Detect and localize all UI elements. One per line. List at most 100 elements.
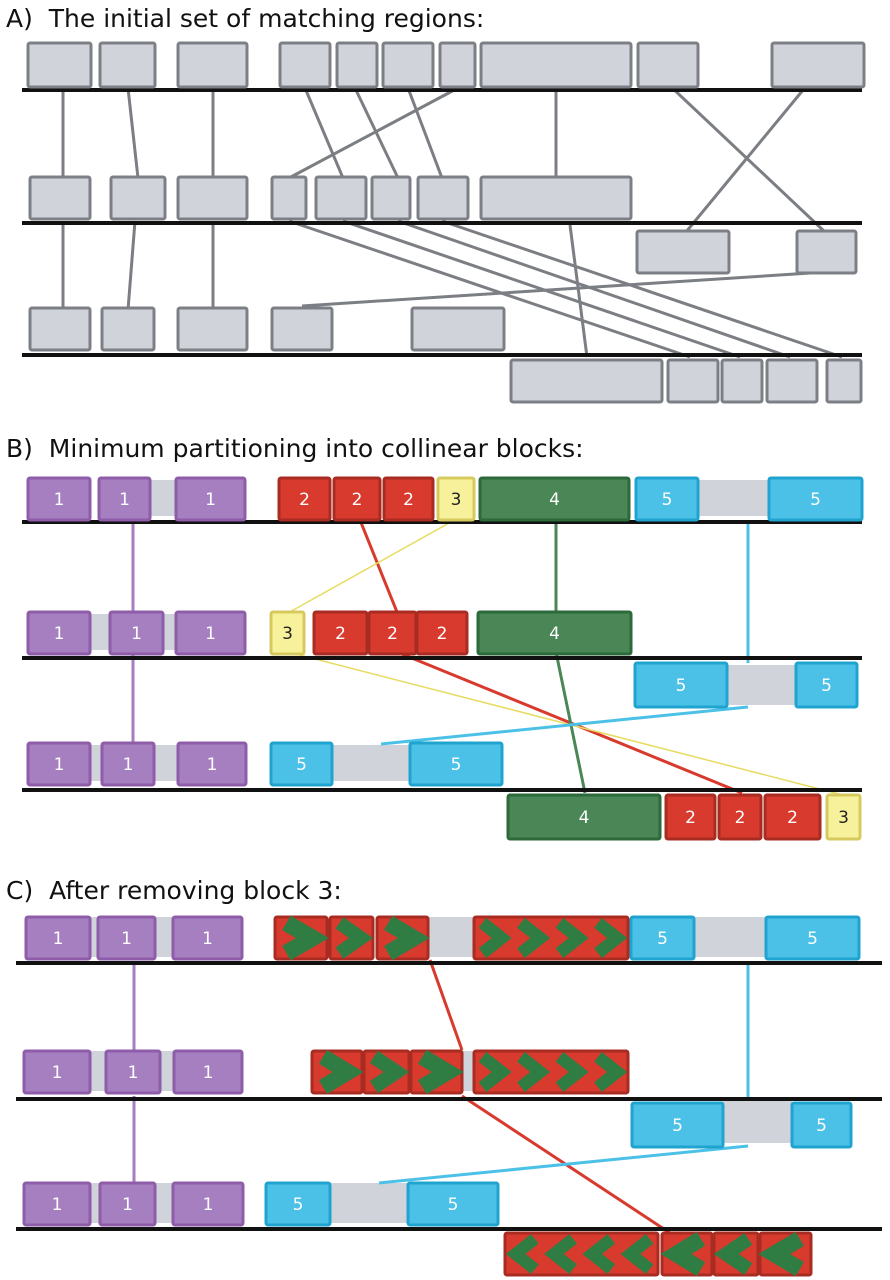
block-label: 4 xyxy=(549,490,560,510)
block-1-region xyxy=(104,1049,162,1095)
block-4-region xyxy=(476,610,633,656)
matching-region xyxy=(479,41,633,89)
block-label: 5 xyxy=(672,1116,683,1136)
block-1-region xyxy=(174,610,247,656)
block-5-region xyxy=(269,741,334,787)
matching-region xyxy=(825,358,863,404)
block-label: 2 xyxy=(403,490,414,510)
match-link xyxy=(303,87,345,179)
match-link xyxy=(126,87,140,179)
block-2-region xyxy=(763,793,822,841)
block-2-region xyxy=(503,1231,660,1277)
matching-region xyxy=(278,41,332,89)
block-label: 2 xyxy=(335,624,346,644)
direction-chevron xyxy=(384,915,430,961)
direction-chevron xyxy=(660,1232,706,1276)
direction-chevron xyxy=(505,1234,539,1274)
matching-region xyxy=(795,229,858,275)
gap-band xyxy=(727,665,797,705)
matching-region xyxy=(636,41,700,89)
block-label: 1 xyxy=(128,1063,139,1083)
matching-region xyxy=(770,41,866,89)
block-label: 2 xyxy=(352,490,363,510)
block-label: 5 xyxy=(657,929,668,949)
block-1-region xyxy=(96,915,157,961)
block-1-region xyxy=(22,1181,92,1227)
panel-a xyxy=(22,41,866,404)
block-label: 3 xyxy=(838,808,849,828)
block-5-region xyxy=(264,1181,332,1227)
gap-band xyxy=(698,480,770,516)
gap-band xyxy=(160,1051,174,1091)
block-1-region xyxy=(172,1049,244,1095)
panel-a-title: A) The initial set of matching regions: xyxy=(6,4,485,33)
block-5-region xyxy=(408,741,504,787)
block-2-region xyxy=(717,793,763,841)
block-1-region xyxy=(171,1181,245,1227)
block-2-region xyxy=(664,793,717,841)
match-link xyxy=(288,219,691,359)
match-link xyxy=(287,651,840,795)
block-label: 1 xyxy=(52,1195,63,1215)
block-2-region xyxy=(332,476,382,522)
block-1-region xyxy=(24,915,92,961)
block-5-region xyxy=(764,915,861,961)
block-label: 2 xyxy=(299,490,310,510)
block-5-region xyxy=(633,661,729,709)
gap-band xyxy=(330,1183,408,1223)
matching-region xyxy=(270,306,334,352)
block-label: 5 xyxy=(451,755,462,775)
match-link xyxy=(406,87,444,179)
block-5-region xyxy=(790,1101,853,1149)
block-label: 1 xyxy=(205,490,216,510)
matching-region xyxy=(98,41,157,89)
block-label: 4 xyxy=(579,808,590,828)
block-label: 2 xyxy=(735,808,746,828)
match-link xyxy=(126,220,137,311)
block-2-region xyxy=(415,610,469,656)
match-link xyxy=(428,959,464,1051)
matching-region xyxy=(765,358,819,404)
block-1-region xyxy=(100,741,156,787)
block-label: 1 xyxy=(122,1195,133,1215)
block-1-region xyxy=(176,741,248,787)
match-link xyxy=(378,1144,749,1185)
block-label: 5 xyxy=(807,929,818,949)
block-2-region xyxy=(472,915,630,961)
block-label: 5 xyxy=(810,490,821,510)
block-3-region xyxy=(436,476,476,522)
block-5-region xyxy=(767,476,864,522)
direction-chevron xyxy=(555,918,589,958)
block-label: 2 xyxy=(387,624,398,644)
match-link xyxy=(288,86,459,180)
block-label: 1 xyxy=(203,1195,214,1215)
matching-region xyxy=(314,175,368,221)
match-link xyxy=(358,519,399,613)
direction-chevron xyxy=(478,918,512,958)
direction-chevron xyxy=(555,1052,589,1092)
block-label: 1 xyxy=(119,490,130,510)
matching-region xyxy=(720,358,764,404)
block-2-region xyxy=(277,476,332,522)
gap-band xyxy=(90,917,100,957)
matching-region xyxy=(176,41,249,89)
gap-band xyxy=(90,614,112,650)
block-label: 3 xyxy=(451,490,462,510)
matching-region xyxy=(335,41,379,89)
matching-region xyxy=(666,358,720,404)
block-label: 1 xyxy=(54,624,65,644)
direction-chevron xyxy=(594,918,628,958)
block-1-region xyxy=(26,476,92,522)
block-label: 2 xyxy=(787,808,798,828)
block-2-region xyxy=(382,476,435,522)
gap-band xyxy=(694,917,766,957)
gap-band xyxy=(90,1051,108,1091)
gap-band xyxy=(722,1101,792,1143)
block-4-region xyxy=(478,476,631,522)
matching-region xyxy=(381,41,435,89)
matching-region xyxy=(509,358,664,404)
panel-b-title: B) Minimum partitioning into collinear b… xyxy=(6,434,584,463)
match-link xyxy=(684,83,810,233)
